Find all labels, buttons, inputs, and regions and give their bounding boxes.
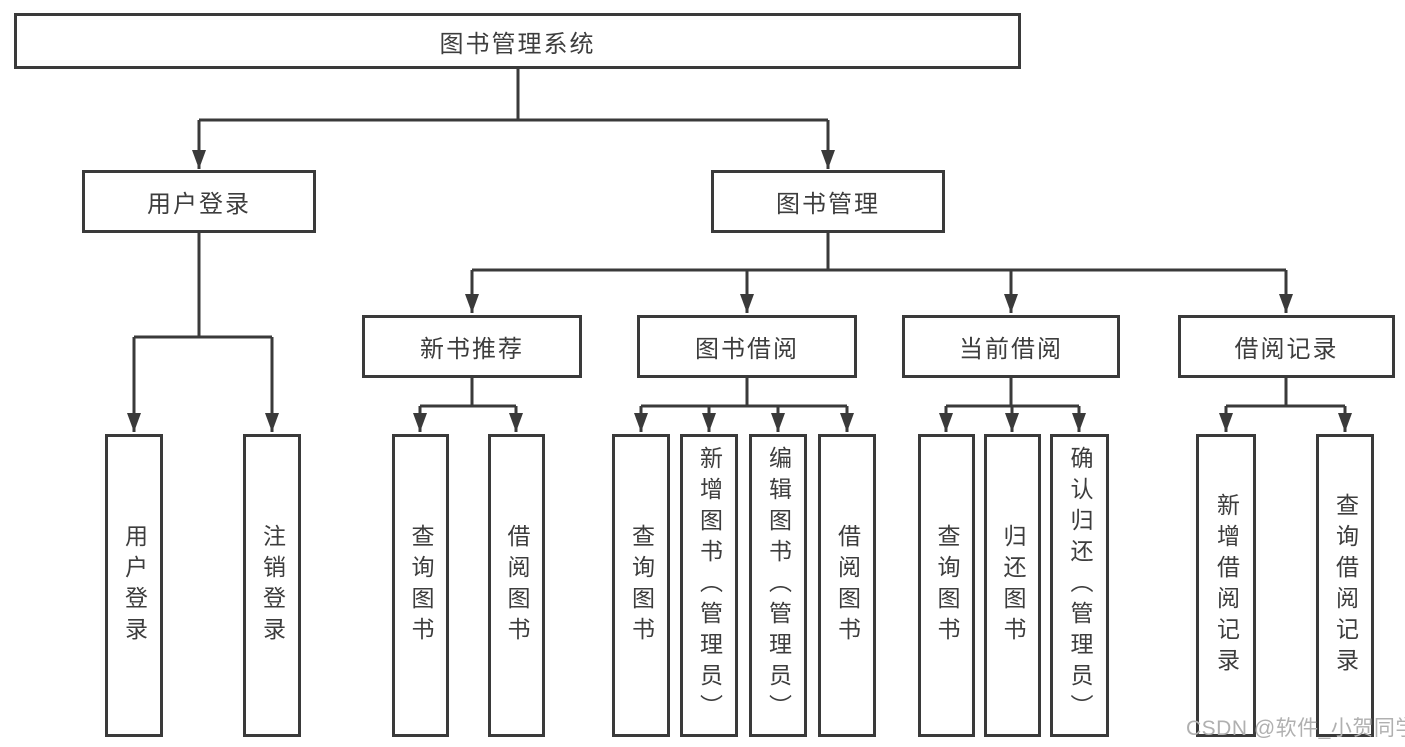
leaf-add-borrow-record-label: 新增借阅记录 (1213, 492, 1240, 679)
node-library-system-label: 图书管理系统 (439, 30, 596, 58)
leaf-query-borrow-record-label: 查询借阅记录 (1332, 492, 1359, 679)
node-current-borrow: 当前借阅 (902, 315, 1120, 378)
leaf-confirm-return-admin-label: 确认归还（管理员） (1067, 446, 1093, 725)
leaf-return-books: 归还图书 (984, 434, 1041, 737)
node-borrow-records-label: 借阅记录 (1234, 336, 1339, 363)
node-book-borrow-label: 图书借阅 (695, 336, 799, 363)
leaf-borrow-books-label: 借阅图书 (834, 523, 861, 648)
leaf-confirm-return-admin: 确认归还（管理员） (1050, 434, 1109, 737)
leaf-query-books-recommend: 查询图书 (392, 434, 449, 737)
leaf-add-borrow-record: 新增借阅记录 (1196, 434, 1256, 737)
node-book-management: 图书管理 (711, 170, 945, 233)
node-new-book-recommend: 新书推荐 (362, 315, 582, 378)
node-book-borrow: 图书借阅 (637, 315, 857, 378)
connector-group (127, 69, 1352, 432)
csdn-watermark: CSDN @软件_小贺同学 (1186, 717, 1405, 740)
leaf-query-books-borrow: 查询图书 (612, 434, 670, 737)
node-new-book-recommend-label: 新书推荐 (420, 336, 524, 363)
leaf-add-books-admin: 新增图书（管理员） (680, 434, 738, 737)
leaf-edit-books-admin: 编辑图书（管理员） (749, 434, 807, 737)
leaf-add-books-admin-label: 新增图书（管理员） (696, 446, 723, 725)
leaf-logout-login-label: 注销登录 (259, 523, 286, 648)
leaf-query-books-recommend-label: 查询图书 (408, 523, 434, 648)
node-current-borrow-label: 当前借阅 (959, 336, 1063, 363)
node-user-login-label: 用户登录 (147, 191, 251, 218)
node-library-system: 图书管理系统 (14, 13, 1021, 69)
node-borrow-records: 借阅记录 (1178, 315, 1395, 378)
node-book-management-label: 图书管理 (776, 191, 880, 218)
node-user-login: 用户登录 (82, 170, 316, 233)
leaf-borrow-books-recommend: 借阅图书 (488, 434, 545, 737)
leaf-logout-login: 注销登录 (243, 434, 301, 737)
leaf-user-login: 用户登录 (105, 434, 163, 737)
leaf-query-books-borrow-label: 查询图书 (628, 523, 655, 648)
leaf-return-books-label: 归还图书 (1000, 523, 1026, 648)
leaf-query-borrow-record: 查询借阅记录 (1316, 434, 1374, 737)
leaf-borrow-books-recommend-label: 借阅图书 (504, 523, 530, 648)
leaf-borrow-books: 借阅图书 (818, 434, 876, 737)
leaf-edit-books-admin-label: 编辑图书（管理员） (765, 446, 792, 725)
leaf-query-books-current-label: 查询图书 (934, 523, 960, 648)
leaf-query-books-current: 查询图书 (918, 434, 975, 737)
leaf-user-login-label: 用户登录 (121, 523, 148, 648)
